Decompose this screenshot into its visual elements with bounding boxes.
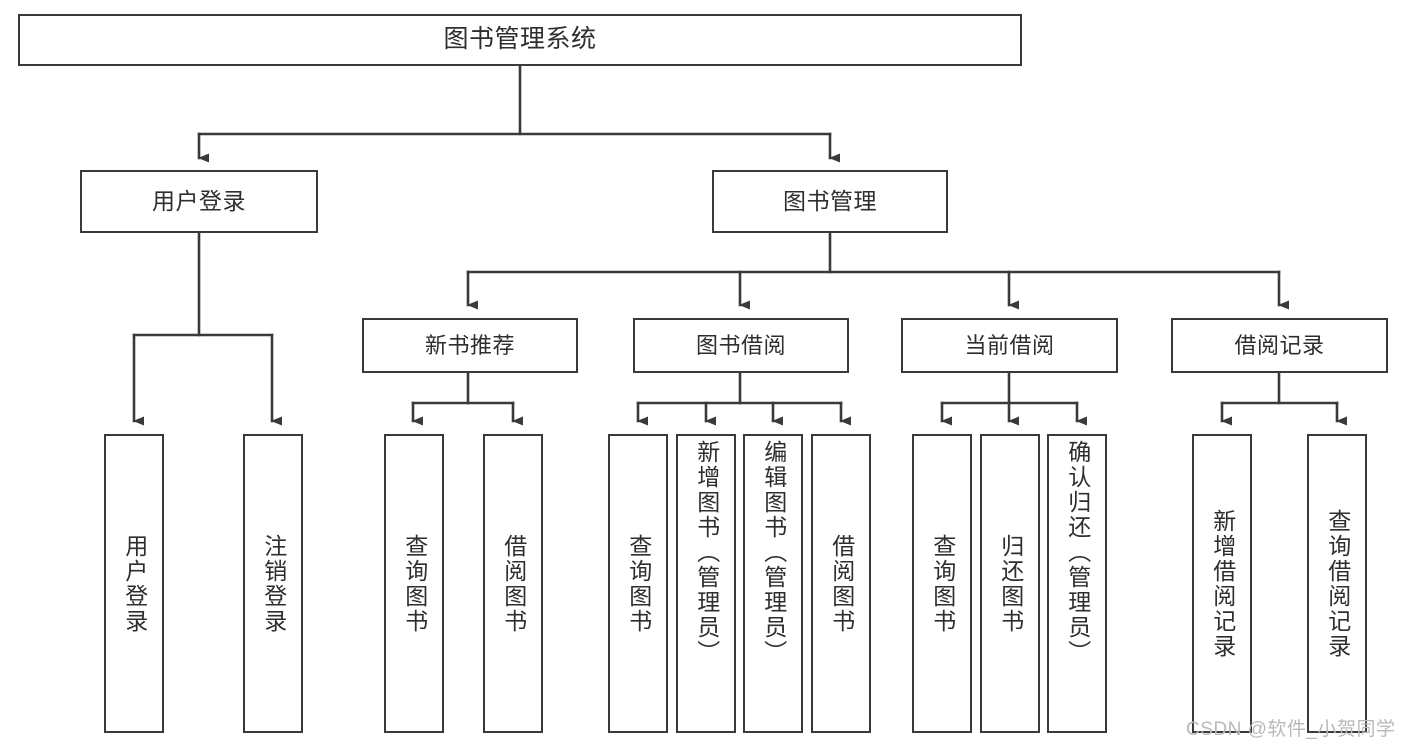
leaf-new-book-query-book[interactable]: 查询图书: [384, 434, 444, 733]
node-label: 编辑图书（管理员）: [760, 440, 787, 665]
node-current-borrow[interactable]: 当前借阅: [901, 318, 1118, 373]
node-label: 新书推荐: [424, 332, 515, 358]
node-label: 注销登录: [260, 533, 287, 634]
node-label: 借阅记录: [1234, 332, 1325, 358]
node-label: 图书借阅: [695, 332, 786, 358]
node-label: 查询图书: [929, 533, 956, 634]
node-label: 借阅图书: [828, 533, 855, 634]
leaf-book-borrow-query-book[interactable]: 查询图书: [608, 434, 668, 733]
node-label: 新增借阅记录: [1209, 508, 1236, 659]
leaf-current-borrow-query-book[interactable]: 查询图书: [912, 434, 972, 733]
node-label: 借阅图书: [500, 533, 527, 634]
node-label: 图书管理系统: [443, 25, 597, 54]
node-label: 查询图书: [401, 533, 428, 634]
leaf-book-borrow-edit-book-admin[interactable]: 编辑图书（管理员）: [743, 434, 803, 733]
leaf-user-login-sign-in[interactable]: 用户登录: [104, 434, 164, 733]
node-borrow-record[interactable]: 借阅记录: [1171, 318, 1388, 373]
node-label: 归还图书: [997, 533, 1024, 634]
leaf-user-login-sign-out[interactable]: 注销登录: [243, 434, 303, 733]
node-book-borrow[interactable]: 图书借阅: [633, 318, 849, 373]
node-new-book-recommend[interactable]: 新书推荐: [362, 318, 578, 373]
node-user-login[interactable]: 用户登录: [80, 170, 318, 233]
leaf-current-borrow-return-book[interactable]: 归还图书: [980, 434, 1040, 733]
node-label: 用户登录: [121, 533, 148, 634]
node-book-management-system[interactable]: 图书管理系统: [18, 14, 1022, 66]
node-label: 确认归还（管理员）: [1064, 440, 1091, 665]
node-book-management[interactable]: 图书管理: [712, 170, 948, 233]
node-label: 查询借阅记录: [1324, 508, 1351, 659]
node-label: 图书管理: [783, 187, 877, 214]
leaf-borrow-record-query-record[interactable]: 查询借阅记录: [1307, 434, 1367, 733]
node-label: 当前借阅: [964, 332, 1055, 358]
leaf-borrow-record-add-record[interactable]: 新增借阅记录: [1192, 434, 1252, 733]
node-label: 用户登录: [152, 187, 246, 214]
leaf-current-borrow-confirm-return-admin[interactable]: 确认归还（管理员）: [1047, 434, 1107, 733]
node-label: 新增图书（管理员）: [693, 440, 720, 665]
leaf-book-borrow-borrow-book[interactable]: 借阅图书: [811, 434, 871, 733]
leaf-book-borrow-add-book-admin[interactable]: 新增图书（管理员）: [676, 434, 736, 733]
node-label: 查询图书: [625, 533, 652, 634]
leaf-new-book-borrow-book[interactable]: 借阅图书: [483, 434, 543, 733]
